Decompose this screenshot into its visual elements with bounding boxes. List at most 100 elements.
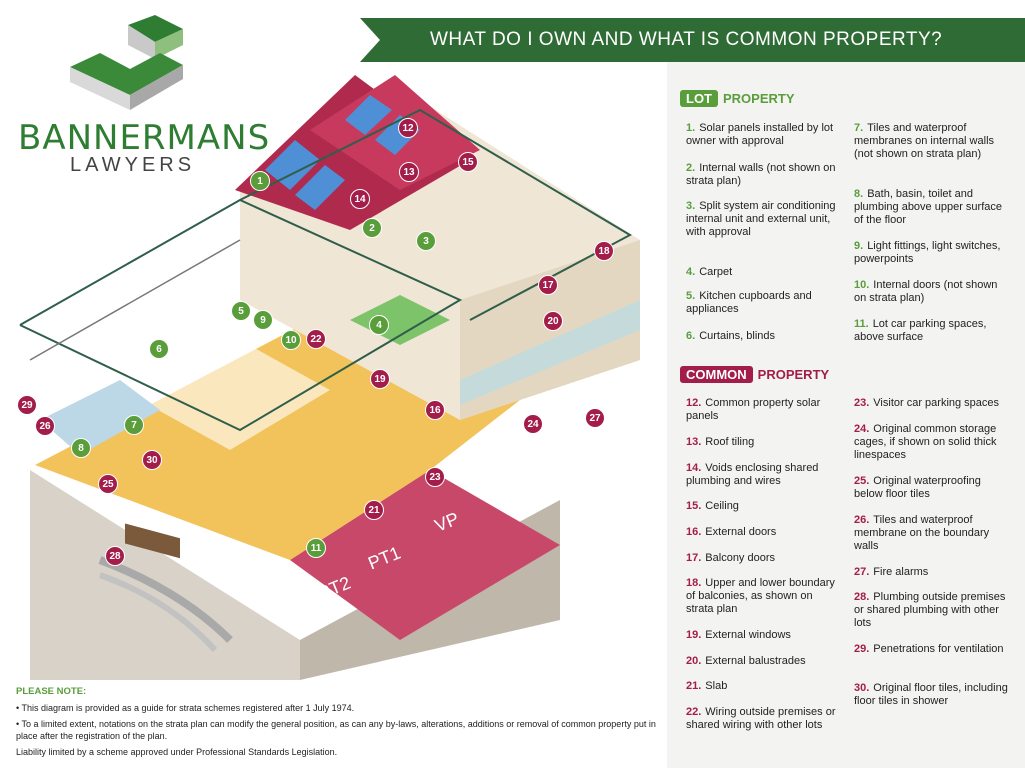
lot-item: 6.Curtains, blinds xyxy=(686,330,841,343)
page-title: WHAT DO I OWN AND WHAT IS COMMON PROPERT… xyxy=(430,29,943,50)
marker-26: 26 xyxy=(35,416,55,436)
lot-item: 10.Internal doors (not shown on strata p… xyxy=(854,279,1009,305)
logo-text-lawyers: LAWYERS xyxy=(70,154,196,176)
common-item-text: Voids enclosing shared plumbing and wire… xyxy=(686,462,819,487)
marker-27: 27 xyxy=(585,408,605,428)
lot-item-number: 10. xyxy=(854,279,870,291)
marker-12: 12 xyxy=(398,118,418,138)
lot-section-heading: LOT PROPERTY xyxy=(680,90,795,107)
common-item: 22.Wiring outside premises or shared wir… xyxy=(686,706,841,732)
common-item-text: Slab xyxy=(705,680,728,692)
common-item-number: 17. xyxy=(686,552,702,564)
common-item: 30.Original floor tiles, including floor… xyxy=(854,682,1009,708)
marker-28: 28 xyxy=(105,546,125,566)
common-item: 17.Balcony doors xyxy=(686,552,841,565)
common-item-number: 29. xyxy=(854,643,870,655)
basement-wall xyxy=(30,470,300,680)
logo-text-bannermans: BANNERMANS xyxy=(18,118,271,158)
common-item: 12.Common property solar panels xyxy=(686,397,841,423)
marker-15: 15 xyxy=(458,152,478,172)
common-item-number: 18. xyxy=(686,577,702,589)
lot-item-text: Bath, basin, toilet and plumbing above u… xyxy=(854,188,1002,226)
lot-item: 1.Solar panels installed by lot owner wi… xyxy=(686,122,841,148)
common-item-text: Original waterproofing below floor tiles xyxy=(854,475,981,500)
common-item-number: 24. xyxy=(854,423,870,435)
common-item: 21.Slab xyxy=(686,680,841,693)
marker-6: 6 xyxy=(149,339,169,359)
note-line-1: • This diagram is provided as a guide fo… xyxy=(16,703,355,713)
common-item: 13.Roof tiling xyxy=(686,436,841,449)
lot-item-number: 3. xyxy=(686,200,696,212)
marker-25: 25 xyxy=(98,474,118,494)
common-item-number: 14. xyxy=(686,462,702,474)
common-item-text: External windows xyxy=(705,629,791,641)
solar-panel xyxy=(265,140,320,190)
common-item: 24.Original common storage cages, if sho… xyxy=(854,423,1009,462)
legend-panel xyxy=(667,62,1025,768)
common-item-text: Common property solar panels xyxy=(686,397,821,422)
common-item-number: 27. xyxy=(854,566,870,578)
balcony-balustrade xyxy=(460,300,640,405)
common-item-text: External doors xyxy=(705,526,777,538)
lot-item: 5.Kitchen cupboards and appliances xyxy=(686,290,841,316)
marker-8: 8 xyxy=(71,438,91,458)
lot-item: 2.Internal walls (not shown on strata pl… xyxy=(686,162,841,188)
lot-item-text: Lot car parking spaces, above surface xyxy=(854,318,987,343)
common-item-text: Original common storage cages, if shown … xyxy=(854,423,997,461)
lot-item: 7.Tiles and waterproof membranes on inte… xyxy=(854,122,1009,161)
lot-item-number: 8. xyxy=(854,188,864,200)
note-line-3: Liability limited by a scheme approved u… xyxy=(16,747,338,757)
common-item: 29.Penetrations for ventilation xyxy=(854,643,1009,656)
marker-4: 4 xyxy=(369,315,389,335)
lot-heading-text: PROPERTY xyxy=(723,91,795,106)
lot-item-number: 4. xyxy=(686,266,696,278)
common-item: 27.Fire alarms xyxy=(854,566,1009,579)
common-item: 26.Tiles and waterproof membrane on the … xyxy=(854,514,1009,553)
lot-item: 9.Light fittings, light switches, powerp… xyxy=(854,240,1009,266)
lot-item: 8.Bath, basin, toilet and plumbing above… xyxy=(854,188,1009,227)
common-item: 20.External balustrades xyxy=(686,655,841,668)
common-item: 25.Original waterproofing below floor ti… xyxy=(854,475,1009,501)
marker-13: 13 xyxy=(399,162,419,182)
marker-10: 10 xyxy=(281,330,301,350)
marker-19: 19 xyxy=(370,369,390,389)
pipe xyxy=(98,556,233,643)
common-item-number: 15. xyxy=(686,500,702,512)
common-item-text: Plumbing outside premises or shared plum… xyxy=(854,591,1006,629)
lot-item-text: Internal walls (not shown on strata plan… xyxy=(686,162,836,187)
lot-item: 11.Lot car parking spaces, above surface xyxy=(854,318,1009,344)
marker-24: 24 xyxy=(523,414,543,434)
common-item: 18.Upper and lower boundary of balconies… xyxy=(686,577,841,616)
lot-item-text: Kitchen cupboards and appliances xyxy=(686,290,812,315)
lot-item-text: Tiles and waterproof membranes on intern… xyxy=(854,122,995,160)
marker-7: 7 xyxy=(124,415,144,435)
marker-3: 3 xyxy=(416,231,436,251)
lot-item-text: Carpet xyxy=(699,266,733,278)
common-item-number: 21. xyxy=(686,680,702,692)
common-item-number: 20. xyxy=(686,655,702,667)
lot-item-number: 9. xyxy=(854,240,864,252)
marker-16: 16 xyxy=(425,400,445,420)
common-item-text: Penetrations for ventilation xyxy=(873,643,1004,655)
planter-box xyxy=(125,523,180,559)
lot-item: 3.Split system air conditioning internal… xyxy=(686,200,841,239)
lot-pill: LOT xyxy=(680,90,718,107)
marker-2: 2 xyxy=(362,218,382,238)
lot-item-text: Internal doors (not shown on strata plan… xyxy=(854,279,998,304)
common-item-number: 25. xyxy=(854,475,870,487)
common-item-text: Roof tiling xyxy=(705,436,755,448)
common-item-text: Ceiling xyxy=(705,500,739,512)
common-item-number: 23. xyxy=(854,397,870,409)
marker-20: 20 xyxy=(543,311,563,331)
notes-heading: PLEASE NOTE: xyxy=(16,686,87,697)
marker-9: 9 xyxy=(253,310,273,330)
strata-building-illustration xyxy=(19,75,640,680)
kitchen-area xyxy=(140,340,330,450)
lot-item-text: Light fittings, light switches, powerpoi… xyxy=(854,240,1001,265)
note-line-2: • To a limited extent, notations on the … xyxy=(16,719,656,741)
common-item: 16.External doors xyxy=(686,526,841,539)
common-item-text: Balcony doors xyxy=(705,552,776,564)
marker-23: 23 xyxy=(425,467,445,487)
marker-18: 18 xyxy=(594,241,614,261)
